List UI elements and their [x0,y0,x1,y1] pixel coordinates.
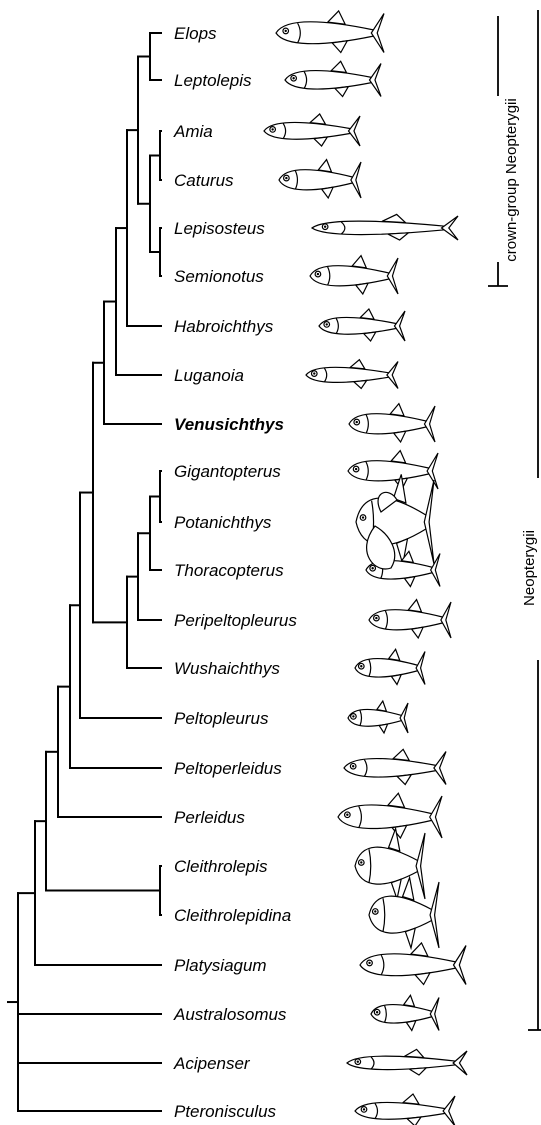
fish-silhouette [348,701,408,733]
taxon-labels: ElopsLeptolepisAmiaCaturusLepisosteusSem… [173,24,297,1121]
fish-silhouette [369,878,439,948]
taxon-label: Venusichthys [174,415,284,434]
taxon-label: Perleidus [174,808,245,827]
taxon-label: Amia [173,122,213,141]
fish-silhouette [338,793,442,838]
taxon-label: Potanichthys [174,513,272,532]
neopterygii-label: Neopterygii [521,530,538,606]
taxon-label: Luganoia [174,366,244,385]
fish-silhouette [310,256,398,294]
fish-silhouette [264,114,360,146]
fish-silhouette [306,360,398,389]
fish-silhouette [276,11,384,53]
taxon-label: Peripeltopleurus [174,611,297,630]
taxon-label: Acipenser [173,1054,251,1073]
taxon-label: Gigantopterus [174,462,281,481]
fish-silhouette [312,214,458,240]
taxon-label: Habroichthys [174,317,274,336]
taxon-label: Elops [174,24,217,43]
taxon-label: Wushaichthys [174,659,280,678]
fish-silhouette [371,995,439,1030]
tree-branches [8,33,161,1111]
fish-silhouette [355,1094,455,1125]
taxon-label: Thoracopterus [174,561,284,580]
taxon-label: Leptolepis [174,71,252,90]
taxon-label: Australosomus [173,1005,287,1024]
taxon-label: Platysiagum [174,956,267,975]
fish-silhouette [349,404,435,442]
fish-silhouette [347,1049,467,1075]
crown-group-label: crown-group Neopterygii [503,98,520,261]
fish-silhouette [360,943,466,985]
taxon-label: Peltoperleidus [174,759,282,778]
taxon-label: Cleithrolepidina [174,906,291,925]
fish-silhouettes [264,11,467,1125]
fish-silhouette [285,61,381,96]
taxon-label: Semionotus [174,267,264,286]
fish-silhouette [348,451,438,489]
fish-silhouette [279,160,361,198]
taxon-label: Cleithrolepis [174,857,268,876]
taxon-label: Caturus [174,171,234,190]
fish-silhouette [344,749,446,784]
fish-silhouette [319,309,405,341]
fish-silhouette [355,649,425,684]
fish-silhouette [355,829,425,899]
taxon-label: Pteronisculus [174,1102,277,1121]
taxon-label: Lepisosteus [174,219,265,238]
taxon-label: Peltopleurus [174,709,269,728]
fish-silhouette [369,600,451,638]
